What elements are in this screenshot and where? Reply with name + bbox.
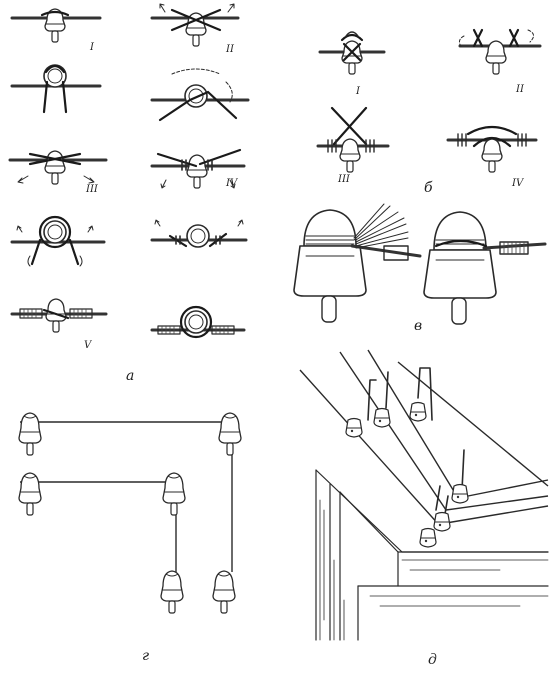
insulator-d3: [409, 401, 427, 422]
step-a4-side: IV: [150, 148, 246, 189]
step-a3-top: [10, 215, 106, 267]
step-b3-label: III: [337, 174, 351, 185]
step-a5-label: V: [84, 340, 93, 351]
insulator-d6: [419, 527, 437, 548]
panel-a: I II: [8, 3, 250, 384]
insulator-d4: [451, 483, 469, 504]
insulator-g6: [212, 570, 236, 614]
step-b4: IV: [446, 125, 538, 189]
large-insulator-left: [293, 203, 422, 323]
insulator-g3: [18, 472, 42, 516]
insulator-d5: [433, 511, 451, 532]
label-v: в: [414, 318, 422, 334]
step-a2-label: II: [225, 44, 235, 55]
step-a2-top: [150, 68, 250, 122]
insulator-g1: [18, 412, 42, 456]
insulator-g5: [160, 570, 184, 614]
insulator-g4: [162, 472, 186, 516]
step-a4-label: IV: [225, 178, 239, 189]
step-a1-top: [10, 64, 102, 114]
insulator-d2: [373, 407, 391, 428]
step-b3: III: [316, 106, 390, 185]
step-a2-side: II: [150, 3, 240, 55]
insulator-g2: [218, 412, 242, 456]
step-b1: I: [318, 31, 386, 97]
label-d: д: [428, 652, 437, 668]
label-a: а: [126, 368, 134, 384]
insulator-d1: [345, 417, 363, 438]
step-b2: II: [458, 28, 542, 95]
step-a3-label: III: [85, 184, 99, 195]
step-b4-label: IV: [511, 178, 525, 189]
panel-v: в: [293, 203, 547, 334]
step-b2-label: II: [515, 84, 525, 95]
step-a5-side: V: [10, 298, 108, 351]
step-a1-side: I: [10, 8, 102, 53]
step-b1-label: I: [355, 86, 361, 97]
step-a3-side: III: [8, 150, 108, 195]
panel-b: I II III IV б: [316, 28, 542, 196]
large-insulator-right: [423, 211, 547, 325]
label-g: г: [142, 648, 149, 664]
step-a4-top: [150, 219, 248, 248]
step-a1-label: I: [89, 42, 95, 53]
step-a5-top: [150, 305, 246, 339]
label-b: б: [424, 180, 433, 196]
panel-g: г: [18, 412, 242, 664]
panel-d: д: [299, 349, 549, 668]
